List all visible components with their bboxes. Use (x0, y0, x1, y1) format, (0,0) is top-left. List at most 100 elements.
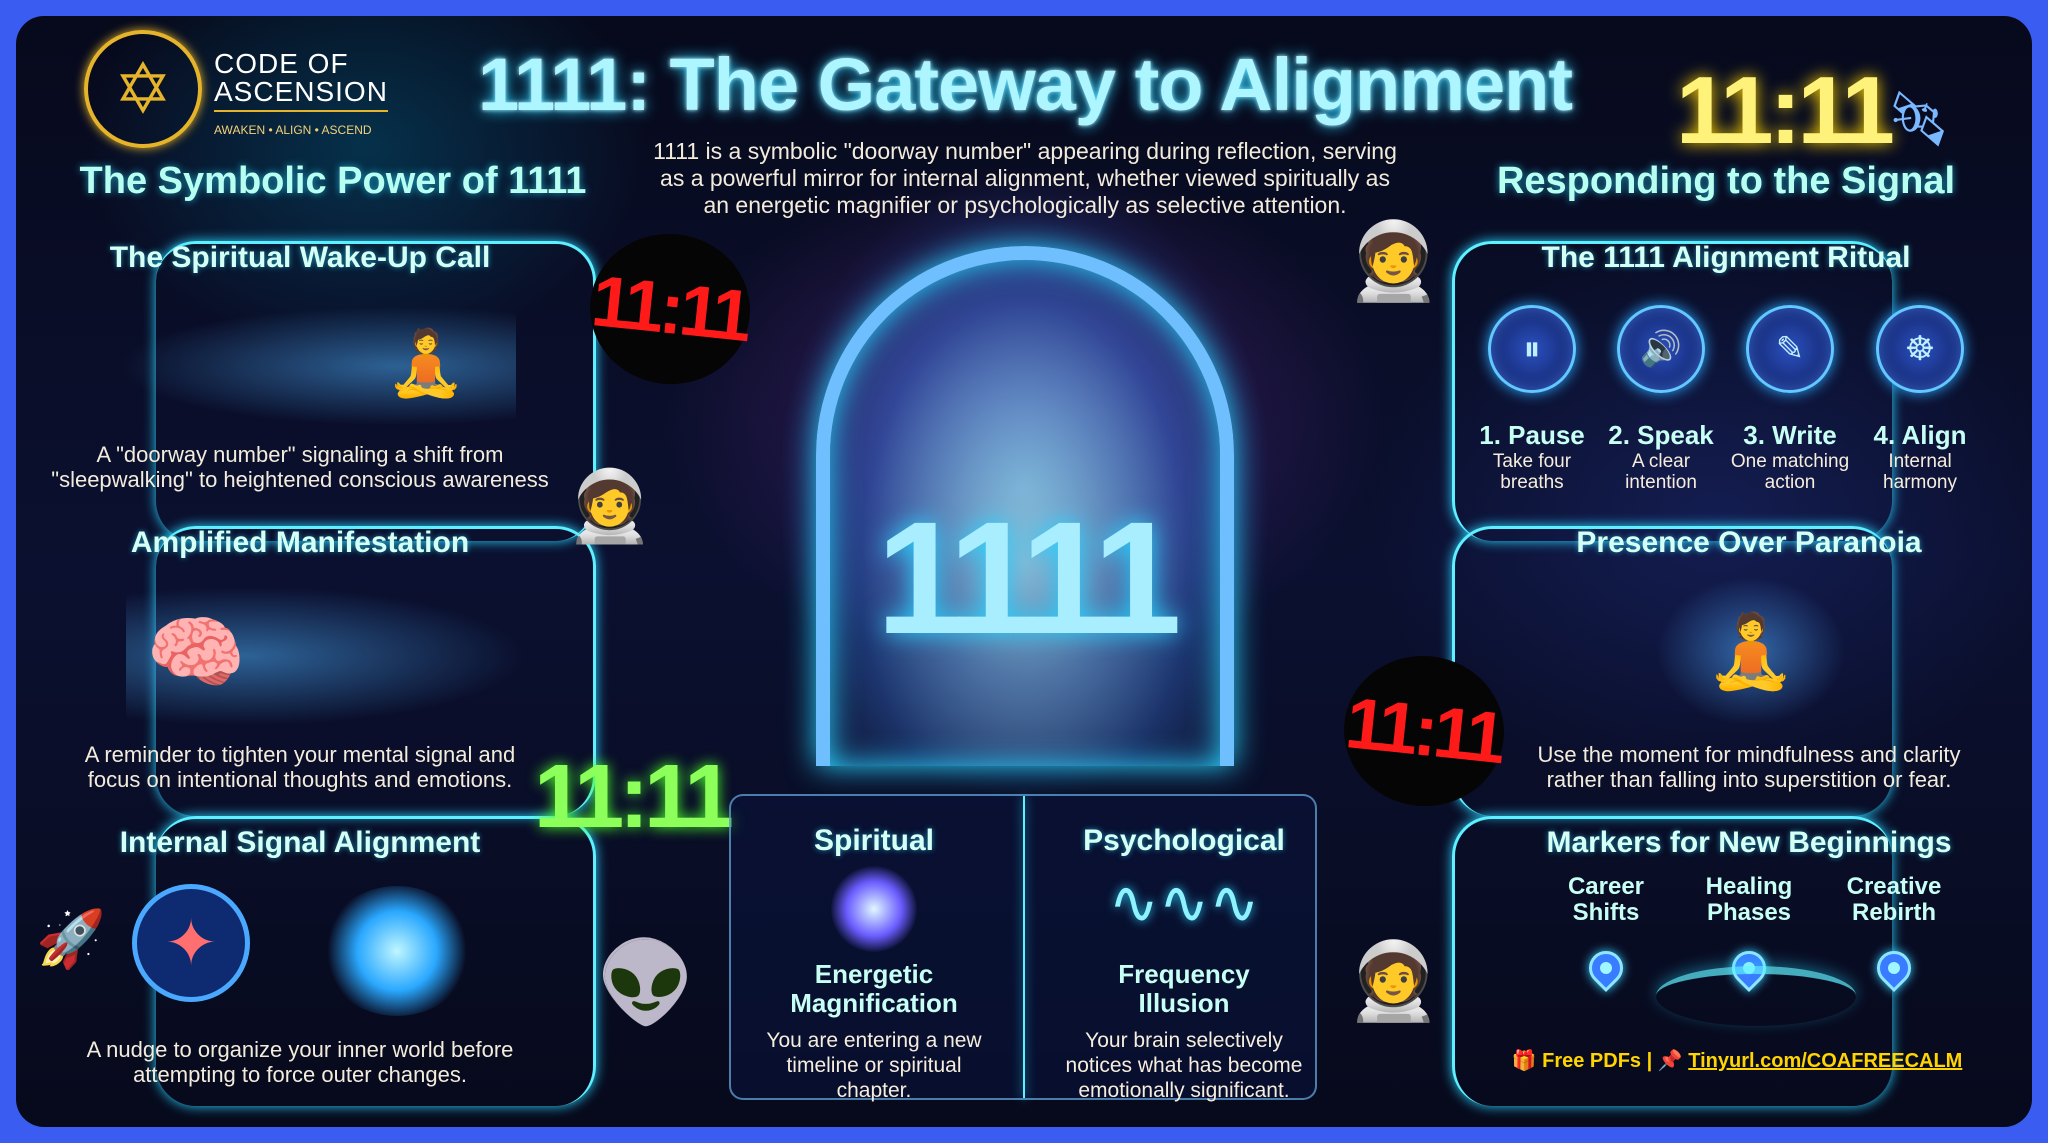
desc-line: You are entering a new (766, 1029, 982, 1052)
section-title: The Spiritual Wake-Up Call (109, 241, 491, 274)
astronaut-icon: 🧑‍🚀 (1346, 219, 1441, 304)
desc-line: notices what has become (1065, 1054, 1303, 1077)
star-eye-icon: ✡ (113, 50, 173, 128)
brain-icon: 🧠 (146, 608, 246, 697)
quill-icon: ✎ (1746, 305, 1834, 393)
label-line: Shifts (1572, 899, 1640, 926)
winding-path (1656, 966, 1856, 1026)
glow-connector (156, 526, 596, 816)
step-desc: intention (1625, 472, 1697, 493)
footer: 🎁 Free PDFs | 📌 Tinyurl.com/COAFREECALM (1512, 1048, 1963, 1073)
step-desc: harmony (1883, 472, 1957, 493)
speaker-icon: 🔊 (1617, 305, 1705, 393)
subtitle-line: Energetic (814, 959, 934, 989)
footer-text: Free PDFs | (1542, 1050, 1653, 1072)
subtitle-line: Illusion (1138, 988, 1230, 1018)
section-title: Amplified Manifestation (130, 526, 470, 559)
intro-line: an energetic magnifier or psychologicall… (703, 192, 1347, 218)
step-desc: A clear (1631, 451, 1691, 472)
label-line: Creative (1846, 873, 1942, 900)
pushpin-icon: 📌 (1657, 1050, 1683, 1072)
meditation-illustration: 🧘 (1656, 576, 1846, 726)
vortex-icon (831, 866, 917, 952)
spiral-icon (322, 886, 472, 1016)
divider (1023, 796, 1025, 1098)
label-line: Healing (1705, 873, 1793, 900)
label-line: Rebirth (1851, 899, 1936, 926)
alien-icon: 👽 (596, 938, 696, 1027)
astronaut-icon: 🧑‍🚀 (1346, 939, 1441, 1024)
ritual-title: The 1111 Alignment Ritual (1541, 241, 1911, 274)
awakening-illustration: 🧘 (116, 306, 516, 426)
page-title: 1111: The Gateway to Alignment (477, 43, 1573, 126)
clock-1111-yellow: 11:11 (1676, 57, 1895, 164)
subtitle-line: Magnification (790, 988, 958, 1018)
step-label: 1. Pause (1479, 420, 1585, 450)
ritual-step: 1. Pause Take four breaths (1479, 420, 1585, 493)
ritual-step: 3. Write One matching action (1731, 420, 1849, 493)
right-heading: Responding to the Signal (1496, 160, 1956, 202)
desc-line: attempting to force outer changes. (133, 1062, 467, 1087)
desc-line: Use the moment for mindfulness and clari… (1537, 742, 1961, 767)
presence-desc: Use the moment for mindfulness and clari… (1537, 742, 1960, 792)
ritual-step: 4. Align Internal harmony (1874, 420, 1967, 493)
pause-icon: ⏸ (1488, 305, 1576, 393)
spiritual-subtitle: Energetic Magnification (790, 960, 958, 1018)
step-desc: breaths (1500, 472, 1564, 493)
psychological-heading: Psychological (1083, 824, 1285, 857)
free-pdfs-link[interactable]: Tinyurl.com/COAFREECALM (1688, 1050, 1963, 1072)
desc-line: focus on intentional thoughts and emotio… (87, 767, 513, 792)
step-label: 4. Align (1873, 420, 1967, 450)
subtitle-line: Frequency (1118, 959, 1250, 989)
glow-connector (156, 241, 596, 541)
step-desc: action (1764, 472, 1816, 493)
meditation-icon: ☸ (1876, 305, 1964, 393)
left-heading: The Symbolic Power of 1111 (79, 160, 587, 202)
meditating-figure-icon: 🧘 (386, 327, 466, 399)
label-line: Career (1567, 873, 1645, 900)
glow-connector (1452, 816, 1892, 1106)
markers-title: Markers for New Beginnings (1546, 826, 1952, 859)
presence-title: Presence Over Paranoia (1576, 526, 1922, 559)
compass-icon: ✦ (132, 884, 250, 1002)
gate-number: 1111 (876, 488, 1181, 667)
brand-logo: ✡ (84, 30, 202, 148)
brand-name: CODE OF ASCENSION AWAKEN • ALIGN • ASCEN… (214, 50, 388, 144)
section-desc: A "doorway number" signaling a shift fro… (51, 442, 548, 492)
desc-line: A nudge to organize your inner world bef… (86, 1037, 514, 1062)
desc-line: "sleepwalking" to heightened conscious a… (51, 467, 549, 492)
label-line: Phases (1706, 899, 1792, 926)
desc-line: chapter. (836, 1079, 912, 1102)
step-label: 3. Write (1743, 420, 1837, 450)
brain-illustration: 🧠 (126, 586, 526, 726)
glow-connector (156, 816, 596, 1106)
brand-name-line: ASCENSION (214, 76, 388, 107)
gift-icon: 🎁 (1511, 1050, 1537, 1072)
psychological-desc: Your brain selectively notices what has … (1066, 1028, 1303, 1103)
infographic-panel: ✡ CODE OF ASCENSION AWAKEN • ALIGN • ASC… (16, 16, 2032, 1127)
desc-line: Your brain selectively (1085, 1029, 1283, 1052)
desc-line: A reminder to tighten your mental signal… (84, 742, 516, 767)
desc-line: emotionally significant. (1078, 1079, 1290, 1102)
spiritual-heading: Spiritual (813, 824, 935, 857)
comparison-panel: Spiritual Energetic Magnification You ar… (729, 794, 1317, 1103)
brand-name-line: CODE OF (214, 48, 349, 79)
psychological-subtitle: Frequency Illusion (1118, 960, 1250, 1018)
glow-connector (1452, 241, 1892, 541)
desc-line: A "doorway number" signaling a shift fro… (96, 442, 504, 467)
rocket-icon: 🚀 (36, 907, 106, 970)
meditating-figure-icon: 🧘 (1706, 611, 1796, 692)
section-title: Internal Signal Alignment (119, 826, 481, 859)
spiritual-desc: You are entering a new timeline or spiri… (766, 1028, 981, 1103)
sticker-1111-red: 11:11 (582, 226, 758, 392)
step-label: 2. Speak (1608, 420, 1714, 450)
step-desc: Internal (1888, 451, 1952, 472)
section-desc: A reminder to tighten your mental signal… (85, 742, 515, 792)
section-desc: A nudge to organize your inner world bef… (87, 1037, 514, 1087)
intro-line: 1111 is a symbolic "doorway number" appe… (653, 138, 1397, 164)
intro-line: as a powerful mirror for internal alignm… (660, 165, 1390, 191)
desc-line: rather than falling into superstition or… (1546, 767, 1952, 792)
